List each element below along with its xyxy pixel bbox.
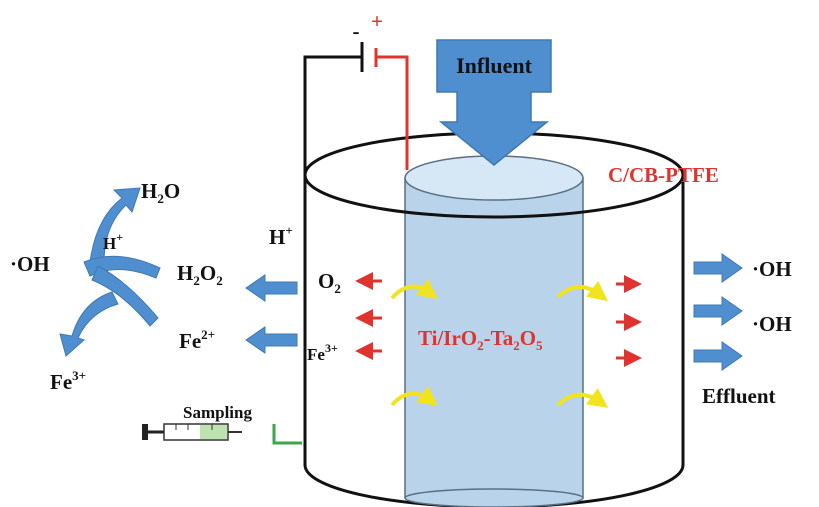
sampling-label: Sampling — [183, 403, 252, 422]
syringe-icon — [142, 423, 242, 441]
oh-outflow-arrow-1 — [693, 253, 743, 283]
oh-right-label-1: ·OH — [752, 257, 792, 281]
oh-right-label-2: ·OH — [752, 312, 792, 336]
effluent-label: Effluent — [702, 384, 776, 408]
influent-arrow — [436, 39, 552, 166]
influent-label: Influent — [456, 53, 532, 78]
reactor-vessel — [303, 175, 685, 507]
h2o2-outflow-arrow — [245, 274, 298, 302]
o2-label: O2 — [318, 269, 341, 296]
yellow-flow-arrows — [390, 279, 609, 408]
fe3-cycle-label: Fe3+ — [50, 368, 86, 394]
h-plus-cycle-label: H+ — [103, 230, 123, 253]
fe3-inner-label: Fe3+ — [307, 341, 338, 364]
oh-left-label: ·OH — [10, 252, 50, 276]
red-arrows-left — [355, 272, 382, 360]
effluent-arrow — [693, 341, 743, 371]
h2o-label: H2O — [141, 179, 180, 206]
fe2-label: Fe2+ — [179, 327, 215, 353]
h-plus-inner-label: H+ — [269, 223, 293, 249]
anode-label: Ti/IrO2-Ta2O5 — [418, 326, 543, 353]
anode-cylinder — [404, 155, 584, 507]
sampling-tube — [272, 424, 302, 445]
h2o2-label: H2O2 — [177, 261, 223, 288]
polarity-minus: - — [353, 19, 360, 43]
cathode-label: C/CB-PTFE — [608, 163, 719, 187]
red-arrows-right — [616, 275, 642, 367]
power-supply — [303, 42, 409, 195]
oh-outflow-arrow-2 — [693, 296, 743, 326]
fe2-outflow-arrow — [245, 326, 298, 354]
polarity-plus: + — [371, 9, 383, 33]
fenton-cycle-arrows — [59, 187, 161, 357]
